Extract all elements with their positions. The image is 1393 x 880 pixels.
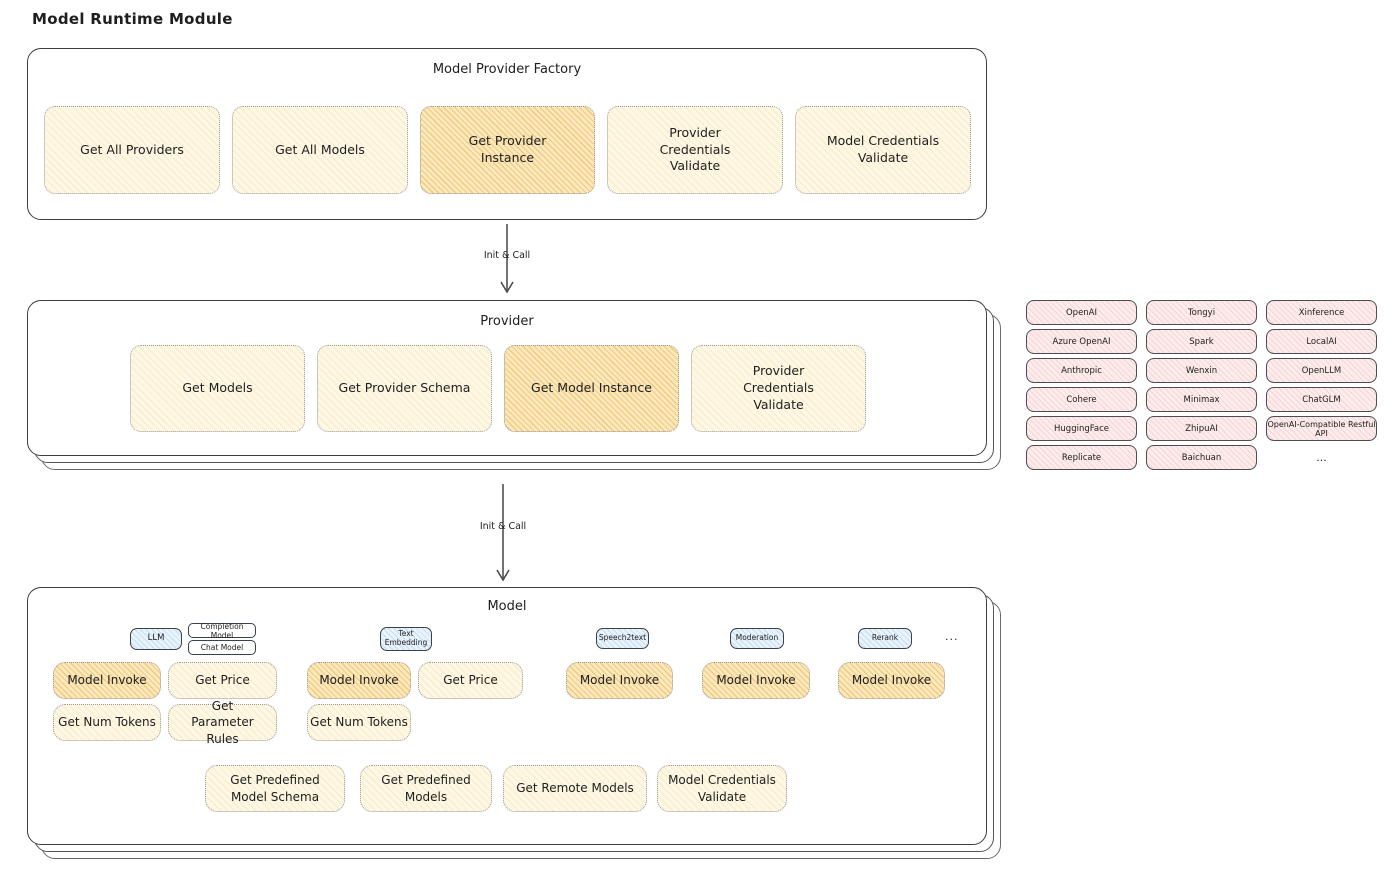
provider-pill-baichuan: Baichuan [1146,445,1257,470]
node-get-predefined-model-schema: Get Predefined Model Schema [205,765,345,812]
model-panel: Model LLM Completion Model Chat Model Te… [27,587,1001,859]
node-model-credentials-validate: Model Credentials Validate [795,106,971,194]
arrow-factory-to-provider [500,224,514,294]
tag-moderation: Moderation [730,628,784,649]
factory-panel: Model Provider Factory Get All Providers… [27,48,987,220]
node-get-num-tokens-embedding: Get Num Tokens [307,704,411,741]
provider-pill-replicate: Replicate [1026,445,1137,470]
node-get-provider-instance: Get Provider Instance [420,106,595,194]
factory-panel-title: Model Provider Factory [432,62,582,77]
node-provider-credentials-validate-2: Provider Credentials Validate [691,345,866,432]
node-model-invoke-rerank: Model Invoke [838,662,945,699]
node-get-provider-schema: Get Provider Schema [317,345,492,432]
provider-pill-zhipuai: ZhipuAI [1146,416,1257,441]
node-get-remote-models: Get Remote Models [503,765,647,812]
provider-pill-tongyi: Tongyi [1146,300,1257,325]
arrow-provider-to-model [496,484,510,582]
provider-pill-cohere: Cohere [1026,387,1137,412]
provider-panel: Provider Get Models Get Provider Schema … [27,300,1001,470]
tag-rerank: Rerank [858,628,912,649]
node-model-invoke-speech2text: Model Invoke [566,662,673,699]
tag-text-embedding: Text Embedding [380,627,432,651]
node-get-predefined-models: Get Predefined Models [360,765,492,812]
provider-pill-localai: LocalAI [1266,329,1377,354]
provider-grid-more: ... [1316,451,1327,464]
node-model-invoke-llm: Model Invoke [53,662,161,699]
node-get-price-embedding: Get Price [418,662,523,699]
provider-pill-azure-openai: Azure OpenAI [1026,329,1137,354]
provider-pill-minimax: Minimax [1146,387,1257,412]
node-model-invoke-embedding: Model Invoke [307,662,411,699]
tag-speech2text: Speech2text [596,628,649,649]
arrow-label-init-call-2: Init & Call [479,521,527,532]
node-get-all-models: Get All Models [232,106,408,194]
tags-more: ... [945,630,959,643]
node-get-parameter-rules: Get Parameter Rules [168,699,277,746]
provider-pill-huggingface: HuggingFace [1026,416,1137,441]
provider-pill-spark: Spark [1146,329,1257,354]
provider-pill-anthropic: Anthropic [1026,358,1137,383]
provider-pill-openai: OpenAI [1026,300,1137,325]
provider-pill-xinference: Xinference [1266,300,1377,325]
provider-pill-openllm: OpenLLM [1266,358,1377,383]
diagram-title: Model Runtime Module [32,10,233,28]
node-model-invoke-moderation: Model Invoke [702,662,810,699]
model-panel-title: Model [487,599,527,614]
provider-pill-chatglm: ChatGLM [1266,387,1377,412]
node-get-price-llm: Get Price [168,662,277,699]
provider-pill-wenxin: Wenxin [1146,358,1257,383]
node-get-models: Get Models [130,345,305,432]
tag-chat-model: Chat Model [188,640,256,655]
node-get-model-instance: Get Model Instance [504,345,679,432]
node-get-all-providers: Get All Providers [44,106,220,194]
tag-llm: LLM [130,628,182,650]
node-provider-credentials-validate: Provider Credentials Validate [607,106,783,194]
provider-pill-openai-compatible: OpenAI-Compatible Restful API [1266,416,1377,441]
tag-completion-model: Completion Model [188,622,256,640]
provider-panel-title: Provider [480,314,534,329]
node-model-credentials-validate-2: Model Credentials Validate [657,765,787,812]
arrow-label-init-call-1: Init & Call [483,250,531,261]
provider-grid: OpenAI Tongyi Xinference Azure OpenAI Sp… [1026,300,1377,470]
node-get-num-tokens-llm: Get Num Tokens [53,704,161,741]
